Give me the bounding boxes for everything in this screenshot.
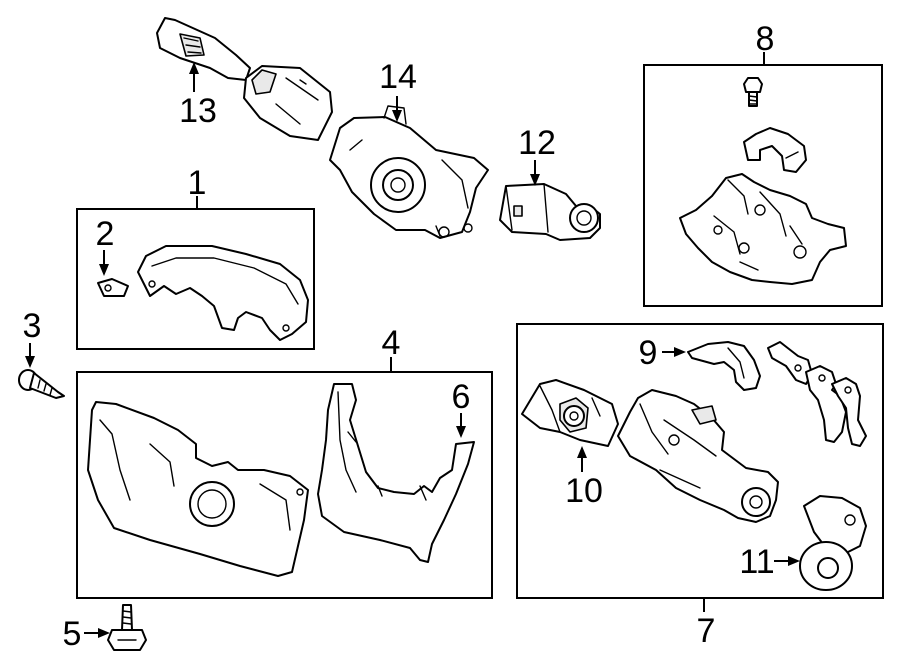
callout-8: 8 <box>756 20 775 58</box>
callout-1: 1 <box>188 164 207 202</box>
group-box-1 <box>76 208 315 350</box>
part-13-stalk-switch <box>156 17 333 141</box>
part-8-bolt <box>743 77 763 107</box>
part-9-cover <box>687 341 761 391</box>
part-1-upper-column-cover <box>137 245 309 341</box>
callout-7: 7 <box>697 612 716 650</box>
part-12-ignition-cylinder <box>499 183 601 241</box>
part-10-ignition-switch <box>521 379 619 447</box>
part-8-lock-housing <box>679 173 847 285</box>
part-11-key-cylinder-bezel <box>799 495 867 591</box>
callout-12: 12 <box>518 124 556 162</box>
group-box-4 <box>76 371 493 599</box>
part-7-keys <box>767 341 867 447</box>
callout-2: 2 <box>96 215 115 253</box>
callout-6: 6 <box>452 378 471 416</box>
callout-11: 11 <box>739 543 774 581</box>
callout-13: 13 <box>179 92 217 130</box>
part-3-screw <box>18 369 65 399</box>
part-2-clip <box>97 278 129 297</box>
part-14-combination-switch-body <box>329 105 489 239</box>
part-6-cover-seal <box>317 383 475 563</box>
part-7-steering-lock-assembly <box>617 389 779 523</box>
part-5-bolt <box>107 604 147 651</box>
callout-9: 9 <box>639 334 658 372</box>
callout-10: 10 <box>565 472 603 510</box>
callout-5: 5 <box>63 615 82 653</box>
callout-14: 14 <box>379 58 417 96</box>
callout-3: 3 <box>23 307 42 345</box>
group-box-7 <box>516 323 884 599</box>
callout-4: 4 <box>382 324 401 362</box>
part-8-bracket <box>743 127 807 173</box>
part-4-lower-column-cover <box>87 401 309 577</box>
